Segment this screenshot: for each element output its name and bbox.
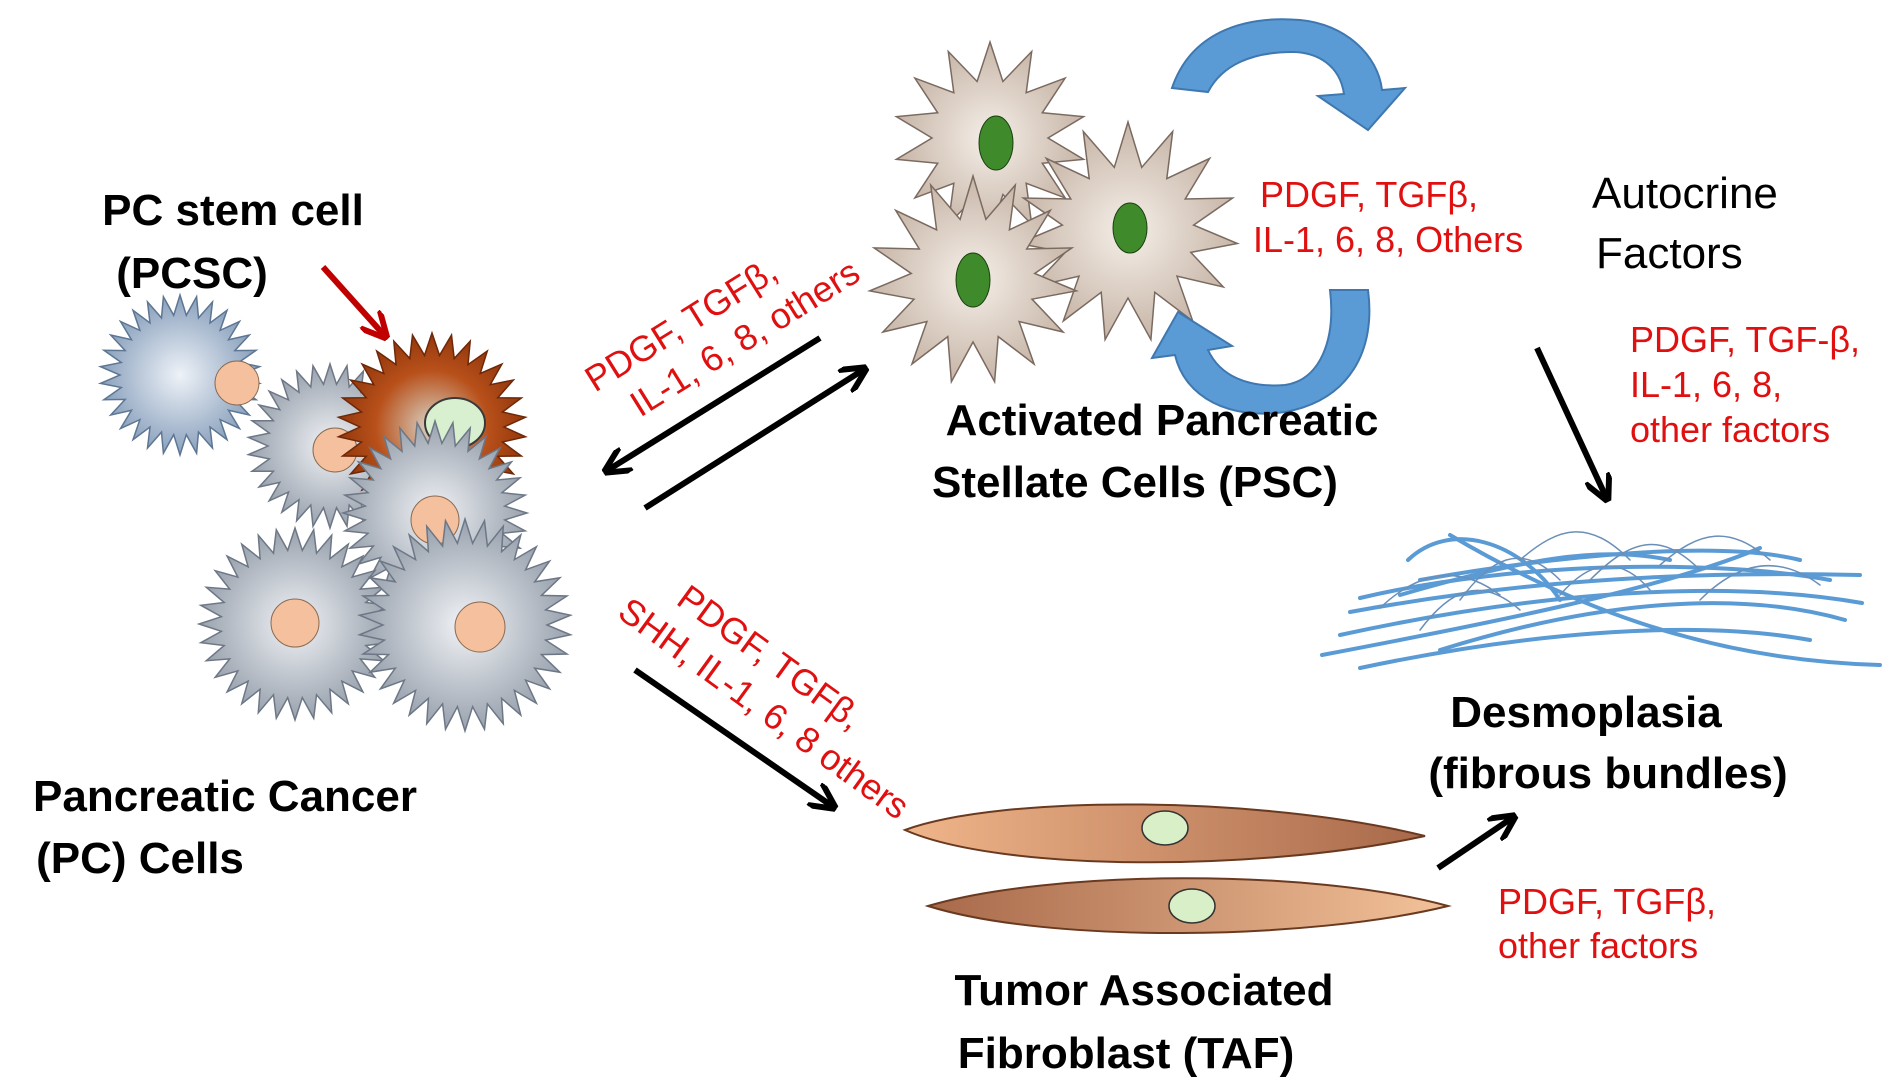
stem-cell-pointer-arrow (320, 264, 384, 335)
psc-desmo-factors-line3: other factors (1630, 409, 1830, 450)
arrow-psc-to-pc (608, 335, 822, 470)
autocrine-arrow-bottom (1150, 289, 1371, 415)
autocrine-factors-line2: IL-1, 6, 8, Others (1253, 219, 1523, 260)
pc-psc-factors: PDGF, TGFβ, IL-1, 6, 8, others (578, 249, 867, 424)
autocrine-label-line2: Factors (1596, 229, 1743, 278)
arrow-pc-to-taf (633, 667, 832, 806)
autocrine-label-line1: Autocrine (1592, 169, 1778, 218)
arrow-pc-to-psc (643, 370, 863, 511)
pc-cell (97, 292, 263, 458)
taf-desmo-factors-line1: PDGF, TGFβ, (1498, 881, 1716, 922)
psc-desmo-factors-line2: IL-1, 6, 8, (1630, 364, 1782, 405)
pcsc-label-line1: PC stem cell (102, 186, 364, 235)
arrow-psc-to-desmoplasia (1534, 346, 1606, 497)
pc-cell-cluster (97, 292, 574, 734)
pc-cell-nucleus (270, 598, 320, 648)
psc-label-line1: Activated Pancreatic (946, 396, 1379, 445)
desmoplasia-label-line1: Desmoplasia (1450, 688, 1722, 737)
taf-cell-nucleus (1168, 888, 1216, 924)
taf-cell-nucleus (1141, 810, 1189, 846)
taf-label-line2: Fibroblast (TAF) (958, 1029, 1294, 1078)
pcsc-label-line2: (PCSC) (116, 249, 268, 298)
taf-label-line1: Tumor Associated (955, 966, 1334, 1015)
arrow-taf-to-desmoplasia (1436, 818, 1512, 871)
pc-taf-factors-line2: SHH, IL-1, 6, 8 others (611, 589, 917, 827)
desmoplasia-fibers (1320, 531, 1882, 670)
pc-cells-label-line1: Pancreatic Cancer (33, 772, 417, 821)
desmoplasia-label-line2: (fibrous bundles) (1428, 749, 1787, 798)
psc-cell-cluster (866, 39, 1240, 385)
psc-label-line2: Stellate Cells (PSC) (932, 458, 1338, 507)
pc-cell-nucleus (454, 601, 506, 653)
psc-cell-nucleus (978, 115, 1014, 171)
autocrine-arrow-top (1170, 18, 1408, 132)
taf-desmo-factors-line2: other factors (1498, 925, 1698, 966)
pc-cells-label-line2: (PC) Cells (36, 834, 244, 883)
taf-cell-pair (902, 803, 1452, 934)
psc-cell-nucleus (955, 252, 991, 308)
psc-desmo-factors-line1: PDGF, TGF-β, (1630, 319, 1860, 360)
autocrine-factors-line1: PDGF, TGFβ, (1260, 174, 1478, 215)
pc-cell-nucleus (214, 360, 260, 406)
psc-cell-nucleus (1112, 202, 1148, 254)
